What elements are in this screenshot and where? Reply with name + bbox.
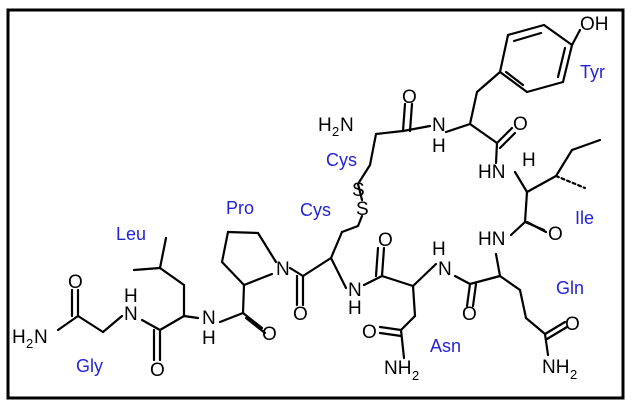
residue-label-asn: Asn — [430, 336, 461, 356]
atom-gln-nh2: NH — [542, 357, 569, 378]
residue-label-leu: Leu — [116, 224, 146, 244]
atom-n-leu-pro: N — [202, 308, 216, 329]
atom-o-leu: O — [150, 360, 165, 381]
atom-o-gln-side: O — [565, 314, 580, 335]
residue-label-ile: Ile — [575, 208, 594, 228]
atom-h2n-top-sub: 2 — [332, 124, 339, 139]
atom-o-pro: O — [262, 324, 277, 345]
atom-o-gly: O — [68, 272, 83, 293]
atom-h-ile: H — [522, 150, 536, 171]
atom-asn-nh2-sub: 2 — [412, 368, 419, 383]
residue-labels: Tyr Ile Gln Asn Cys Cys Pro Leu Gly — [76, 62, 605, 376]
atom-n-cys-tyr: N — [432, 115, 446, 136]
atom-s2: S — [356, 199, 369, 220]
residue-label-gln: Gln — [556, 278, 584, 298]
atom-o-asn-side: O — [362, 322, 377, 343]
atom-h-gly-leu: H — [124, 286, 138, 307]
frame-border — [6, 8, 625, 400]
atom-s1: S — [352, 180, 365, 201]
atom-gln-nh2-sub: 2 — [570, 367, 577, 382]
atom-asn-nh2: NH — [384, 358, 411, 379]
residue-label-cys-bottom: Cys — [300, 200, 331, 220]
atom-o-tyr: O — [513, 114, 528, 135]
atom-hn-ile-gln: HN — [478, 229, 505, 250]
atom-gly-nh2-sub: 2 — [26, 336, 33, 351]
residue-label-pro: Pro — [226, 198, 254, 218]
atom-h2n-top-h: H — [318, 115, 332, 136]
atom-oh: OH — [580, 14, 609, 35]
atom-n-gln-asn: N — [438, 259, 452, 280]
atom-o-gln: O — [462, 304, 477, 325]
atom-gly-nh2-n: N — [34, 327, 48, 348]
atom-h-gln-asn: H — [432, 239, 446, 260]
atom-labels: OH H 2 N O O O O O O O O O O O N H HN H … — [12, 14, 609, 383]
bond-skeleton — [56, 23, 602, 362]
atom-n-gly-leu: N — [124, 304, 138, 325]
atom-o-asn: O — [378, 230, 393, 251]
residue-label-gly: Gly — [76, 356, 103, 376]
residue-label-tyr: Tyr — [580, 62, 605, 82]
atom-o-cys-bottom: O — [293, 304, 308, 325]
atom-o-ile: O — [548, 224, 563, 245]
atom-n-asn-cys: N — [348, 280, 362, 301]
atom-hn-tyr-ile: HN — [478, 162, 505, 183]
residue-label-cys-top: Cys — [326, 150, 357, 170]
atom-gly-nh2-h: H — [12, 327, 26, 348]
atom-o-cys-top: O — [402, 87, 417, 108]
atom-h-leu-pro: H — [202, 328, 216, 349]
atom-h-asn-cys: H — [348, 298, 362, 319]
atom-h-cys-tyr: H — [432, 136, 446, 157]
atom-n-pro: N — [276, 259, 290, 280]
atom-h2n-top-n: N — [340, 115, 354, 136]
